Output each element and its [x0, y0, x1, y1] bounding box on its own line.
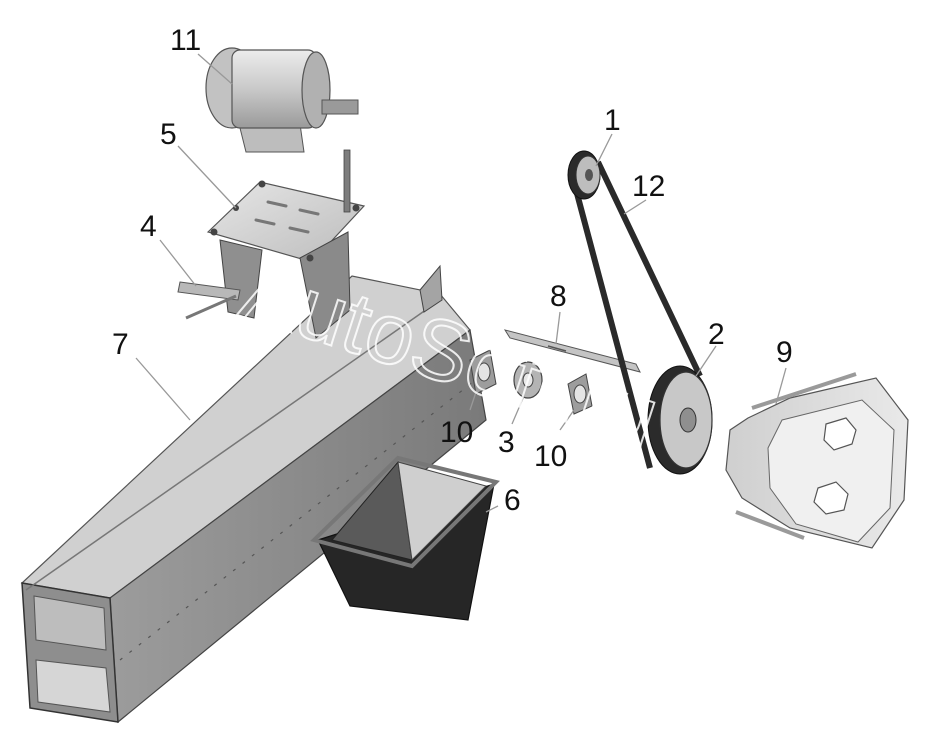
strap-plate	[177, 281, 241, 301]
leader-5	[177, 145, 237, 209]
shaft-body	[503, 329, 641, 373]
belt-guard	[725, 372, 909, 549]
guard-front-panel	[767, 399, 895, 543]
leader-1	[595, 133, 613, 167]
bracket-adjust-rod	[343, 149, 351, 213]
leader-2	[695, 345, 717, 377]
motor-mount-bracket	[206, 149, 366, 339]
conveyor-trough	[20, 264, 487, 724]
callout-4: 4	[140, 210, 157, 243]
trough-flange-line	[25, 299, 441, 591]
hopper-inner-wall-light	[397, 461, 487, 562]
leader-7	[135, 357, 191, 421]
callout-11: 11	[170, 24, 201, 57]
callout-8: 8	[550, 280, 567, 313]
trough-end-opening-lower	[35, 659, 111, 713]
callout-12: 12	[632, 170, 665, 203]
leader-10b	[559, 409, 575, 431]
belt-left-run	[572, 185, 653, 469]
callout-labels: 11 5 4 7 1 12 8 2 9 10 3 10 6	[112, 24, 793, 517]
leader-10a	[469, 385, 479, 411]
callout-2: 2	[708, 318, 725, 351]
callout-5: 5	[160, 118, 177, 151]
trough-end-opening-upper	[33, 595, 107, 651]
leader-8	[555, 311, 561, 345]
hopper	[310, 455, 500, 621]
trough-end-tab	[419, 264, 443, 313]
shaft-hub	[513, 361, 543, 399]
leader-4	[159, 239, 197, 287]
guard-hole-upper	[823, 417, 857, 451]
callout-10-right: 10	[534, 440, 567, 473]
guard-bottom-rail	[735, 510, 805, 540]
motor-shaft	[321, 99, 359, 115]
leader-6	[485, 505, 499, 513]
callout-10-left: 10	[440, 416, 473, 449]
bracket-slots	[254, 200, 320, 234]
hub-bore	[522, 372, 534, 388]
callout-3: 3	[498, 426, 515, 459]
leader-lines	[135, 53, 787, 513]
large-pulley	[647, 365, 713, 475]
belt-right-run	[595, 160, 703, 378]
v-belt	[572, 160, 703, 469]
leader-11	[197, 53, 233, 85]
callout-7: 7	[112, 328, 129, 361]
bracket-top-plate	[206, 181, 366, 263]
callout-9: 9	[776, 336, 793, 369]
drive-shaft	[503, 329, 641, 373]
guard-hole-lower	[813, 481, 849, 515]
callout-1: 1	[604, 104, 621, 137]
small-pulley-bore	[585, 169, 593, 181]
bearing-right	[567, 373, 593, 415]
electric-motor	[205, 47, 359, 153]
hopper-rim-flange	[310, 455, 500, 569]
leader-9	[775, 367, 787, 405]
large-pulley-hub	[679, 407, 697, 433]
leader-12	[623, 199, 647, 215]
bearing-left-bore	[477, 362, 491, 382]
motor-front-flange	[301, 51, 331, 129]
callout-6: 6	[504, 484, 521, 517]
strap-rod	[185, 294, 237, 320]
small-pulley	[567, 150, 601, 200]
shaft-keyway	[547, 345, 567, 352]
bearing-left	[469, 349, 497, 395]
leader-3	[511, 395, 525, 425]
guard-top-rail	[751, 372, 857, 410]
tension-strap	[177, 281, 241, 320]
bearing-right-bore	[573, 384, 587, 404]
